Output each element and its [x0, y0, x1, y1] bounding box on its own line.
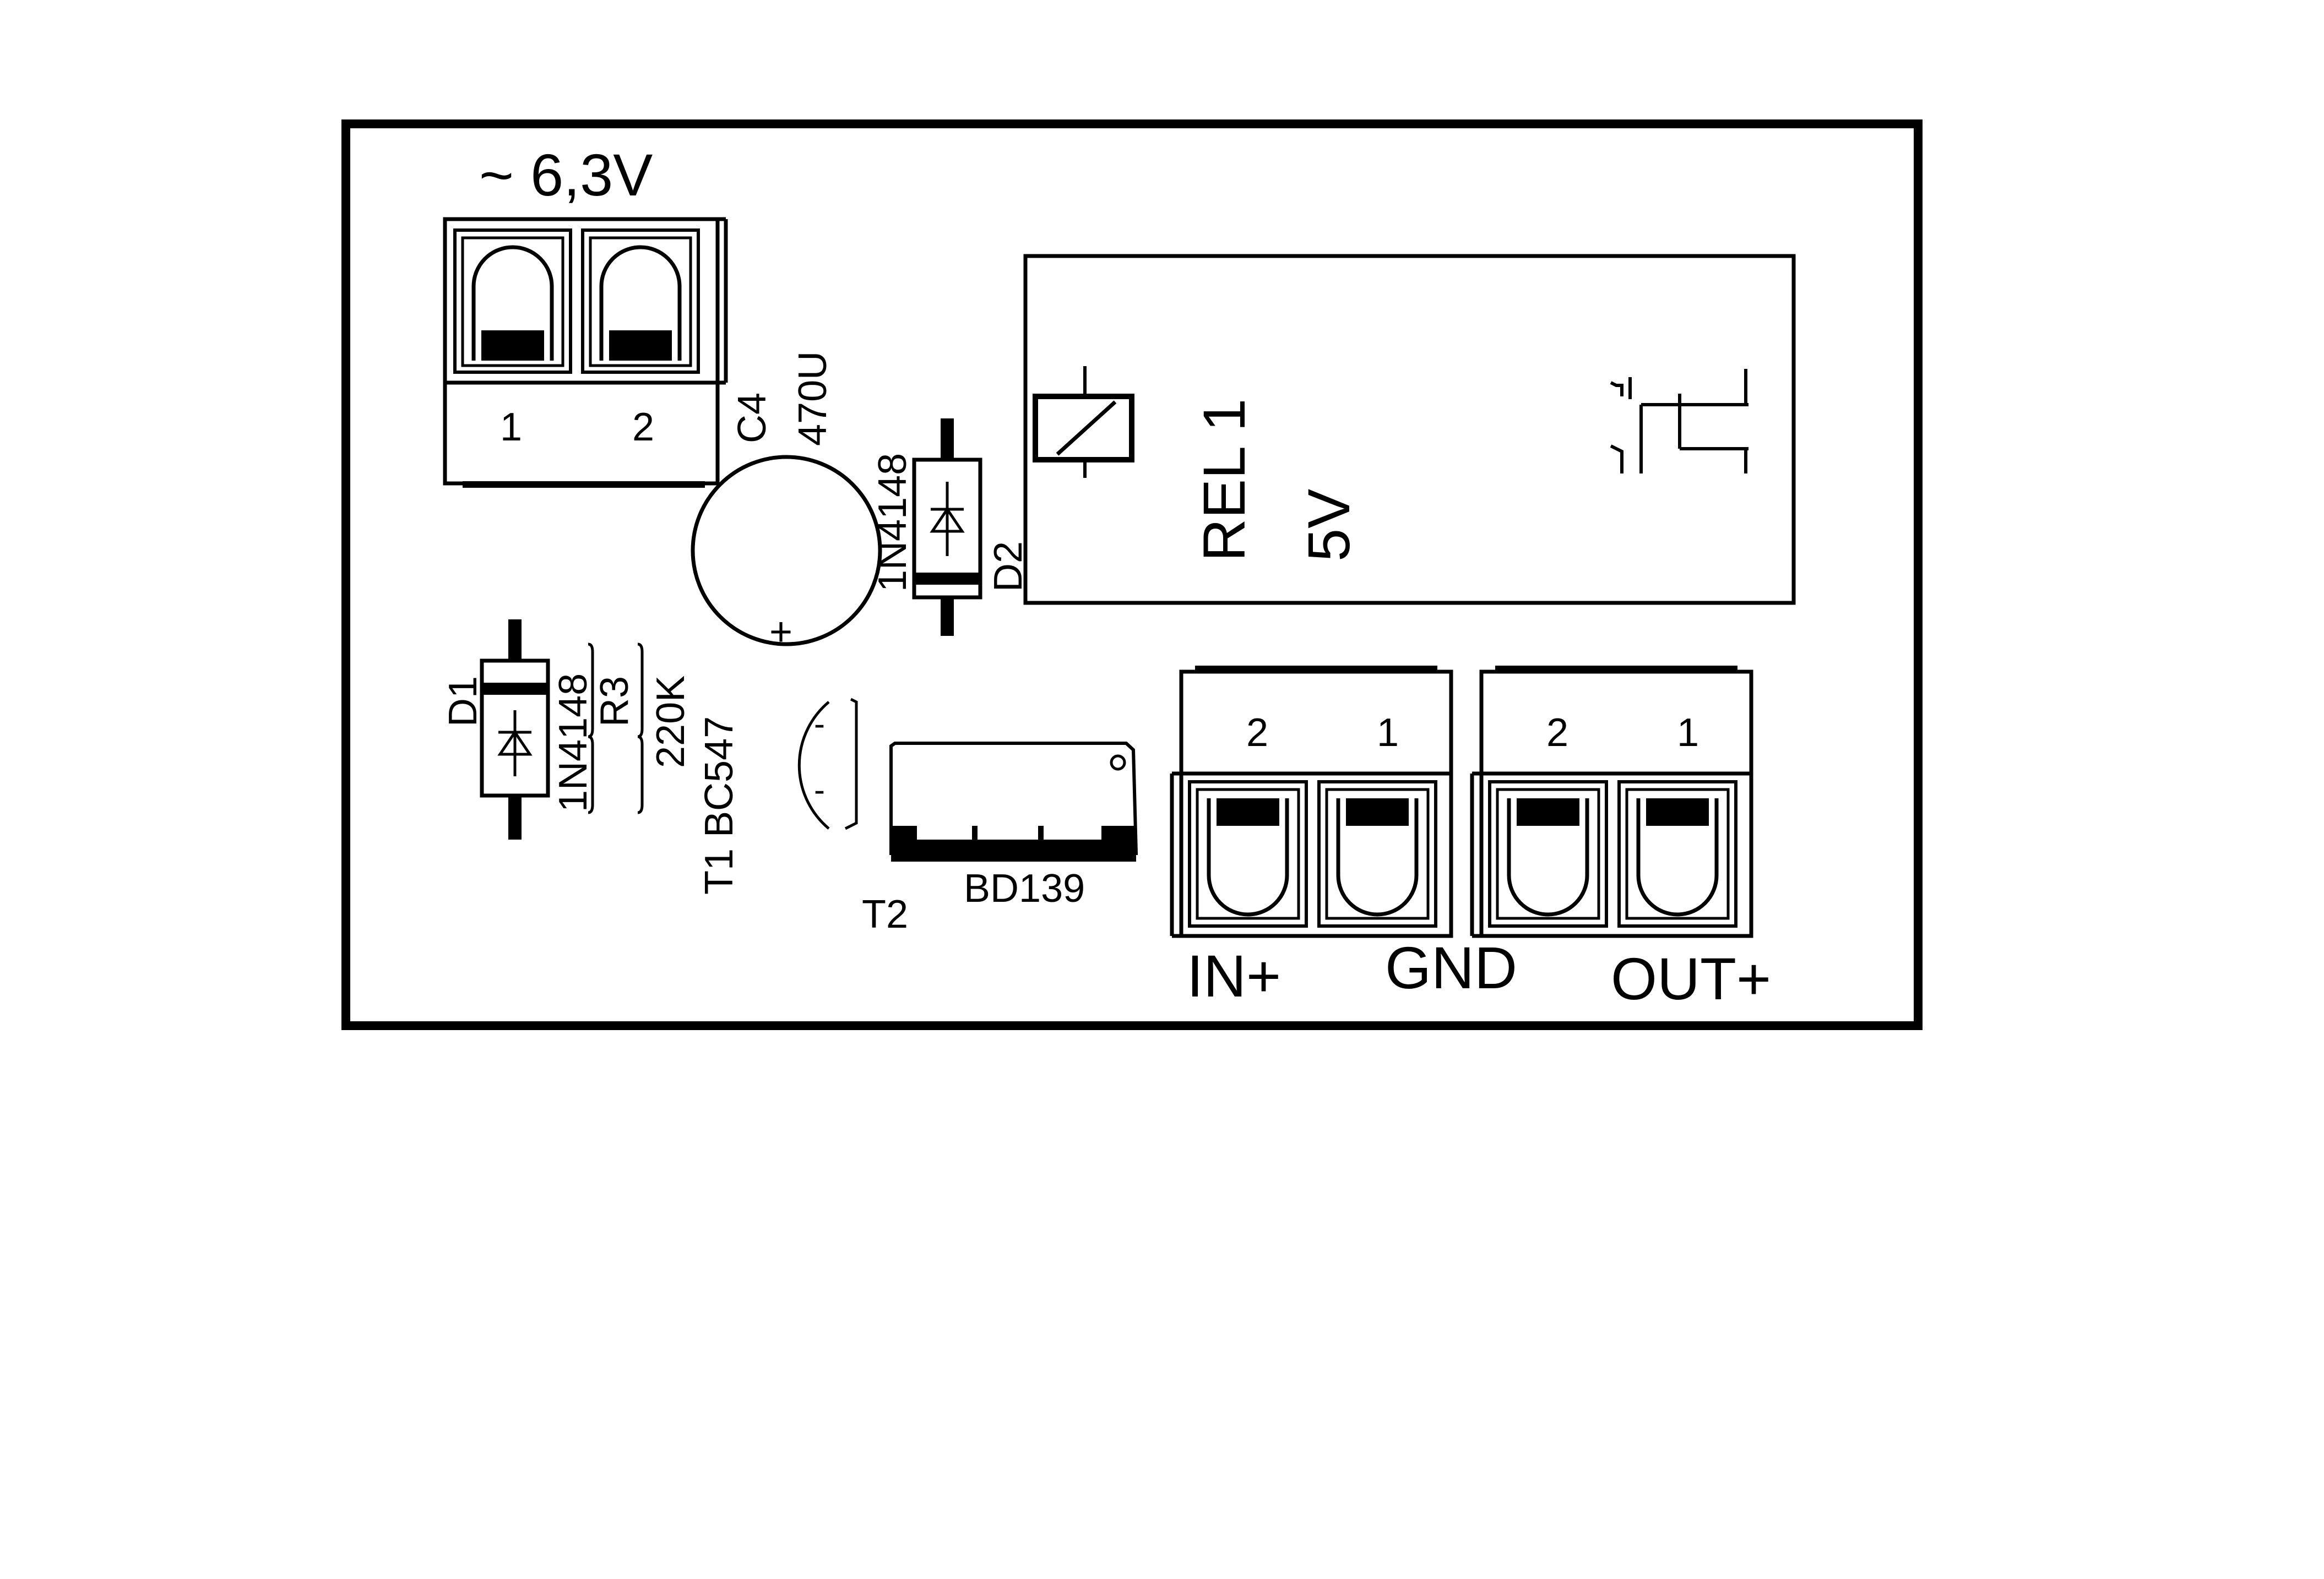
c4-polarity-mark: + [769, 610, 792, 654]
r3-value: 220K [649, 676, 693, 768]
c4-ref: C4 [730, 393, 774, 443]
terminal-block-in [1170, 666, 1453, 938]
t2-ref: T2 [862, 892, 908, 936]
label-in-plus: IN+ [1187, 943, 1281, 1009]
d2-part: 1N4148 [871, 453, 915, 592]
board-outline [341, 119, 1923, 1030]
label-out-plus: OUT+ [1611, 945, 1771, 1012]
d1-part: 1N4148 [551, 673, 595, 812]
d1-diode [480, 619, 550, 840]
supply-pin-2: 2 [632, 405, 654, 449]
t2-part: BD139 [964, 867, 1085, 911]
terminal-in-pin-2: 2 [1246, 711, 1268, 755]
label-gnd: GND [1385, 934, 1517, 1001]
r3-ref: R3 [593, 676, 637, 727]
c4-value: 470U [791, 351, 835, 446]
terminal-out-pin-2: 2 [1546, 711, 1568, 755]
relay-outline [1023, 254, 1796, 605]
relay-voltage: 5V [1295, 489, 1362, 562]
t1-transistor-outline [797, 698, 858, 830]
r3-resistor-outline [588, 643, 644, 814]
d1-ref: D1 [441, 676, 485, 727]
terminal-out-pin-1: 1 [1677, 711, 1699, 755]
relay-coil-symbol [1033, 366, 1134, 478]
supply-pin-1: 1 [500, 405, 522, 449]
relay-contact-symbol [1610, 369, 1749, 473]
c4-capacitor-outline [691, 455, 882, 646]
terminal-in-pin-1: 1 [1377, 711, 1399, 755]
supply-terminal-block [443, 217, 728, 488]
terminal-block-out [1470, 666, 1753, 938]
d2-ref: D2 [986, 541, 1030, 592]
d2-diode [912, 418, 982, 636]
t2-transistor-outline [889, 742, 1138, 862]
t1-label: T1 BC547 [697, 716, 741, 895]
relay-ref: REL 1 [1191, 399, 1257, 562]
supply-label: ~ 6,3V [479, 141, 653, 208]
t1-pin-mark-a: - [814, 705, 825, 742]
t1-pin-mark-b: - [814, 771, 825, 808]
